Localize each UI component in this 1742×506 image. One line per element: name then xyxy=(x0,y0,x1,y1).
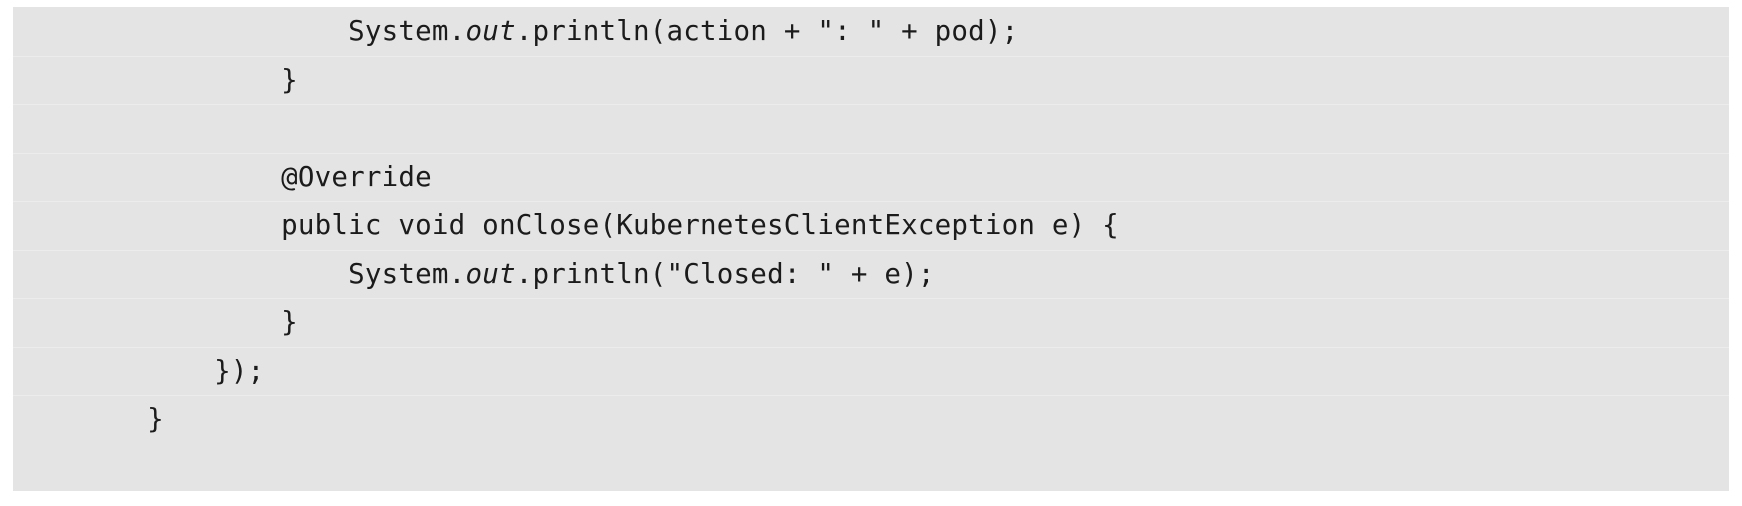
code-line: } xyxy=(13,298,1729,347)
code-line-text: } xyxy=(13,56,298,105)
code-line-text: System.out.println(action + ": " + pod); xyxy=(13,7,1018,56)
code-token: .println("Closed: " + e); xyxy=(515,257,935,290)
code-line: @Override xyxy=(13,152,1729,202)
code-token: System. xyxy=(348,257,466,290)
code-line: System.out.println(action + ": " + pod); xyxy=(13,7,1729,56)
code-line: public void onClose(KubernetesClientExce… xyxy=(13,201,1729,250)
code-token-italic: out xyxy=(465,15,516,47)
code-token-italic: out xyxy=(465,257,516,290)
code-token: } xyxy=(281,306,298,338)
code-line: } xyxy=(13,395,1729,444)
code-line-text: } xyxy=(13,395,164,444)
code-token: .println(action + ": " + pod); xyxy=(515,15,1019,47)
code-token: }); xyxy=(214,354,265,387)
code-block: System.out.println(action + ": " + pod);… xyxy=(13,7,1729,491)
code-line: }); xyxy=(13,346,1729,396)
code-line: } xyxy=(13,55,1729,105)
code-line-text: }); xyxy=(13,347,264,396)
code-token: public void onClose(KubernetesClientExce… xyxy=(281,209,1119,241)
code-line: System.out.println("Closed: " + e); xyxy=(13,249,1729,299)
code-token: } xyxy=(281,63,298,96)
code-line-text: @Override xyxy=(13,153,432,202)
code-line-text: public void onClose(KubernetesClientExce… xyxy=(13,201,1119,250)
code-token: } xyxy=(147,403,164,435)
code-token: System. xyxy=(348,15,466,47)
code-line-text: } xyxy=(13,298,298,347)
code-token: @Override xyxy=(281,160,432,193)
code-line xyxy=(13,104,1729,153)
code-line-text xyxy=(13,104,30,153)
code-line-text: System.out.println("Closed: " + e); xyxy=(13,250,935,299)
